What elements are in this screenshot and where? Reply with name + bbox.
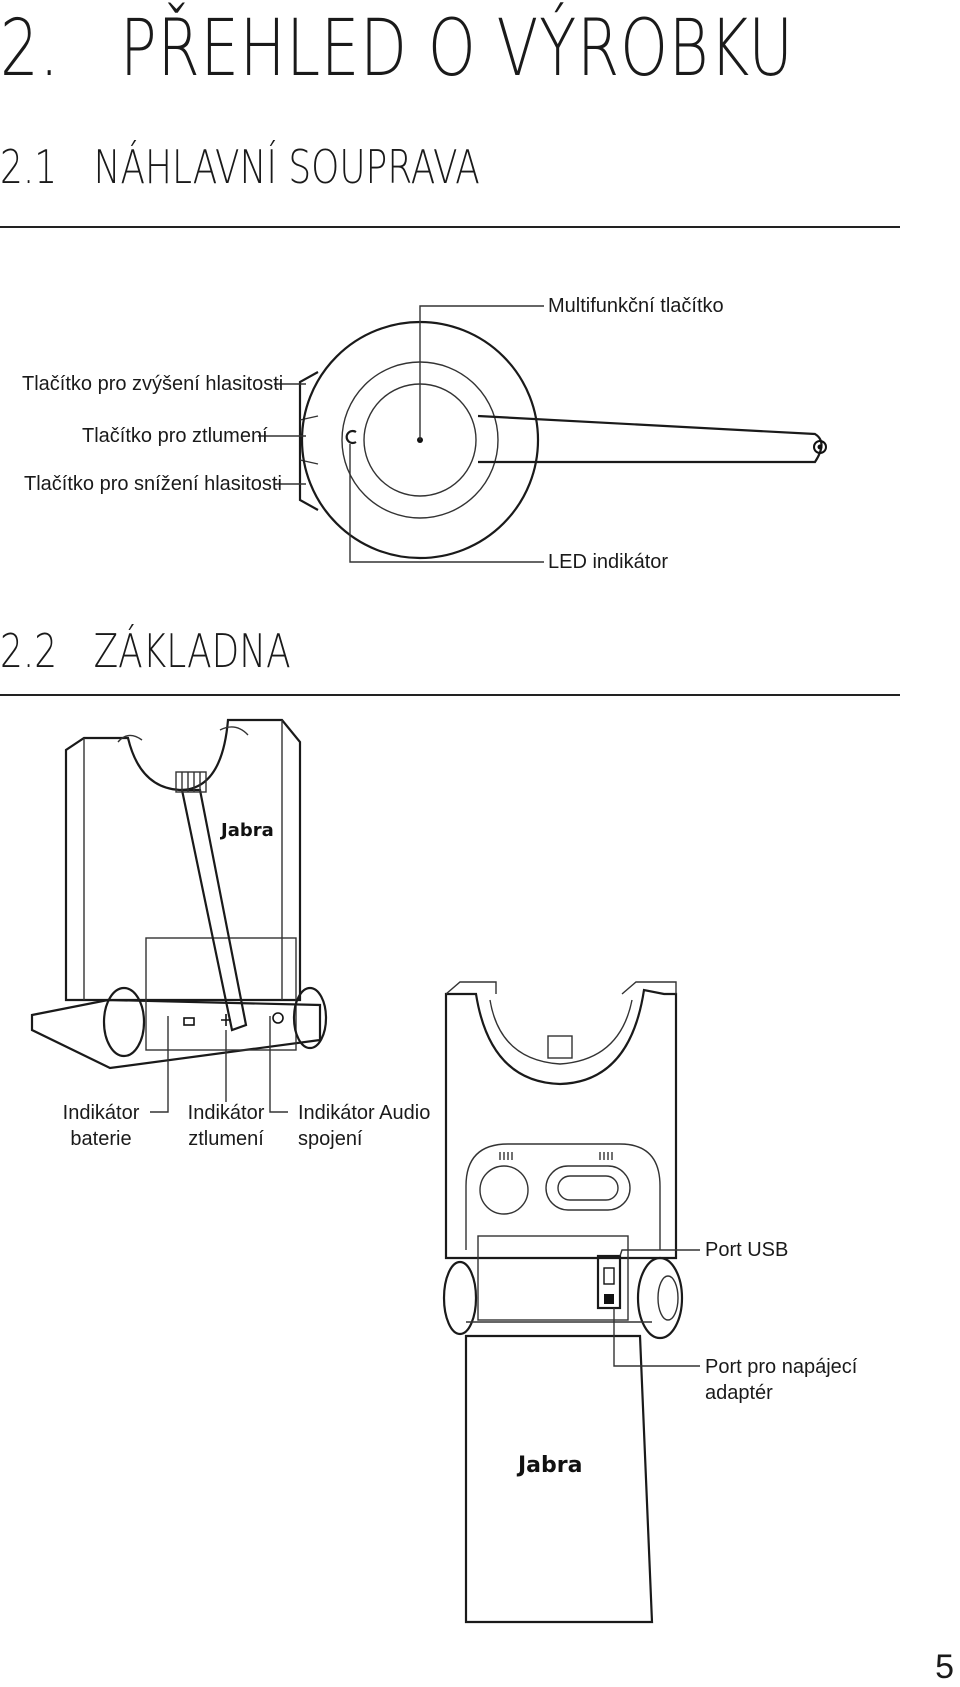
jabra-logo: Jabra [516,1453,582,1478]
section-divider [0,694,900,696]
label-volume-down-button: Tlačítko pro snížení hlasitosti [24,473,282,495]
label-battery-indicator: Indikátor baterie [62,1102,140,1150]
jabra-logo: Jabra [219,820,274,841]
section-number: 2.1 [0,140,58,194]
label-volume-up-button: Tlačítko pro zvýšení hlasitosti [22,373,284,395]
page-heading-title: PŘEHLED O VÝROBKU [119,4,794,94]
page-heading-number: 2. [0,4,60,94]
label-mute-indicator: Indikátor ztlumení [187,1102,265,1150]
page-heading: 2. PŘEHLED O VÝROBKU [0,4,794,94]
label-audio-indicator: Indikátor Audio spojení [298,1102,431,1150]
label-led-indicator: LED indikátor [548,551,669,573]
label-mute-button: Tlačítko pro ztlumení [82,425,268,447]
section-title: NÁHLAVNÍ SOUPRAVA [93,140,480,194]
headset-illustration [258,305,827,563]
section-heading-headset: 2.1 NÁHLAVNÍ SOUPRAVA [0,140,480,194]
section-number: 2.2 [0,624,58,678]
section-heading-base: 2.2 ZÁKLADNA [0,624,291,678]
page-number: 5 [935,1648,954,1686]
label-multifunction-button: Multifunkční tlačítko [548,295,724,317]
section-divider [0,226,900,228]
base-front-illustration: Jabra [30,718,328,1113]
label-usb-port: Port USB [705,1239,789,1261]
section-title: ZÁKLADNA [93,624,291,678]
label-power-port: Port pro napájecí adaptér [705,1356,858,1404]
base-back-illustration: Jabra [442,981,700,1624]
